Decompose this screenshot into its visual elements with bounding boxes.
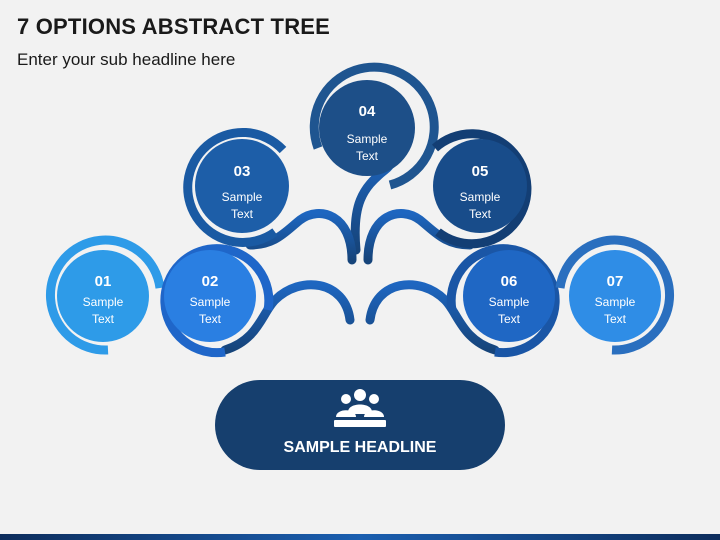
- ring-07: [555, 235, 675, 355]
- node-circle-04[interactable]: [319, 80, 415, 176]
- node-text-04-line1: Sample: [347, 132, 388, 146]
- node-rings: [45, 62, 675, 358]
- node-text-01-line1: Sample: [83, 295, 124, 309]
- node-text-03-line2: Text: [231, 207, 254, 221]
- node-circle-02[interactable]: [164, 250, 256, 342]
- page-subtitle: Enter your sub headline here: [17, 50, 236, 69]
- node-number-01: 01: [95, 273, 112, 290]
- node-text-03-line1: Sample: [222, 190, 263, 204]
- node-number-06: 06: [501, 273, 518, 290]
- node-text-05-line1: Sample: [460, 190, 501, 204]
- node-number-05: 05: [472, 163, 489, 180]
- node-number-04: 04: [359, 103, 376, 120]
- node-text-07-line1: Sample: [595, 295, 636, 309]
- node-text-06-line1: Sample: [489, 295, 530, 309]
- base-pill[interactable]: SAMPLE HEADLINE: [215, 380, 505, 470]
- node-text-06-line2: Text: [498, 312, 521, 326]
- ring-01: [45, 235, 165, 355]
- node-text-02-line1: Sample: [190, 295, 231, 309]
- node-text-07-line2: Text: [604, 312, 627, 326]
- base-headline: SAMPLE HEADLINE: [284, 439, 437, 456]
- branch-to-06: [365, 280, 500, 355]
- node-text-01-line2: Text: [92, 312, 115, 326]
- ring-04: [309, 62, 439, 190]
- branch-to-03: [245, 209, 357, 265]
- node-circle-05[interactable]: [433, 139, 527, 233]
- bottom-accent-bar: [0, 534, 720, 540]
- node-circle-06[interactable]: [463, 250, 555, 342]
- node-text-04-line2: Text: [356, 149, 379, 163]
- node-circles: [57, 80, 661, 342]
- branch-to-02: [220, 280, 355, 355]
- node-number-07: 07: [607, 273, 624, 290]
- node-circle-03[interactable]: [195, 139, 289, 233]
- people-group-icon: [334, 389, 386, 427]
- ring-03: [183, 128, 287, 247]
- node-number-03: 03: [234, 163, 251, 180]
- node-circle-01[interactable]: [57, 250, 149, 342]
- node-labels: 01 Sample Text 02 Sample Text 03 Sample …: [83, 103, 636, 326]
- node-number-02: 02: [202, 273, 219, 290]
- node-text-05-line2: Text: [469, 207, 492, 221]
- node-text-02-line2: Text: [199, 312, 222, 326]
- page-title: 7 OPTIONS ABSTRACT TREE: [17, 14, 331, 39]
- node-circle-07[interactable]: [569, 250, 661, 342]
